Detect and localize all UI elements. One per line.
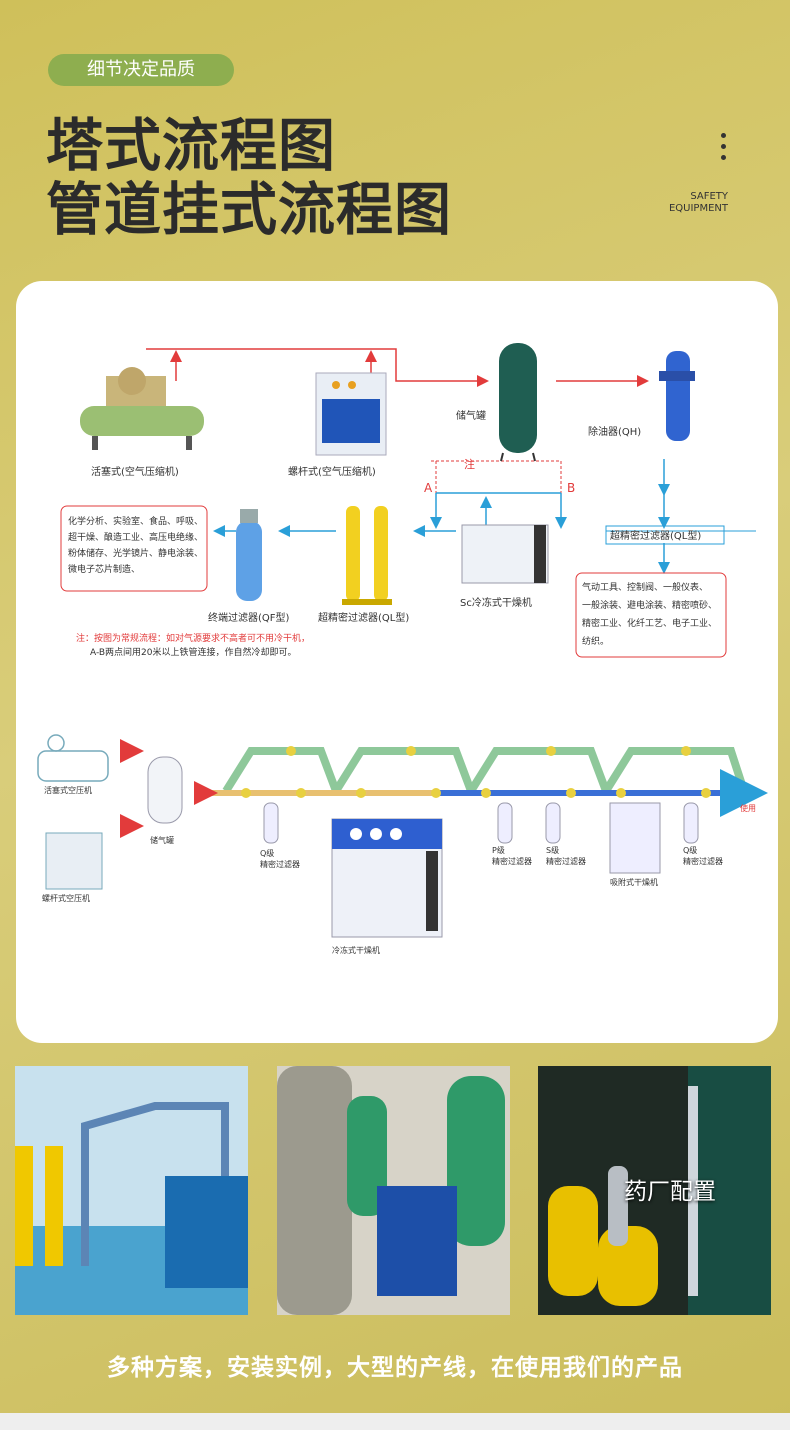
section-tag: 细节决定品质 [48,54,234,86]
p-filter-label: 精密过滤器 [492,856,532,866]
bottom-caption: 多种方案，安装实例，大型的产线，在使用我们的产品 [107,1355,683,1381]
ultra-filter-yellow-image [342,506,392,605]
safety-equipment-label: SAFETY EQUIPMENT [668,191,728,214]
ultra-filter-ql-label: 超精密过滤器(QL型) [610,529,701,542]
diagram-card: 活塞式(空气压缩机) 螺杆式(空气压缩机) 储气罐 除油器(QH) 注 A B … [16,281,778,1043]
oil-remover-image [659,351,695,441]
footer-strip [0,1413,790,1430]
screw-compressor-image [315,372,387,456]
s-filter-label: 精密过滤器 [546,856,586,866]
fridge-dryer-label: 冷冻式干燥机 [332,945,380,955]
air-tank-image [499,343,537,462]
final-filter-label: 终端过滤器(QF型) [208,611,290,624]
note-line2: A-B两点间用20米以上铁管连接，作自然冷却即可。 [90,646,297,658]
screw-compressor-label: 螺杆式(空气压缩机) [288,465,376,478]
left-box-line: 微电子芯片制造、 [68,563,140,575]
flow-diagrams: 活塞式(空气压缩机) 螺杆式(空气压缩机) 储气罐 除油器(QH) 注 A B … [37,343,768,955]
final-filter-image [236,509,262,601]
p-grade-label: P级 [492,845,505,855]
piston-label: 活塞式空压机 [44,785,92,795]
ultra-filter-ql2-label: 超精密过滤器(QL型) [318,611,409,624]
piston-compressor-label: 活塞式(空气压缩机) [91,465,179,478]
install-photo-2 [277,1066,510,1315]
screw-label: 螺杆式空压机 [42,893,90,903]
s-grade-label: S级 [546,845,559,855]
q2-filter-label: 精密过滤器 [683,856,723,866]
right-box-line: 一般涂装、避电涂装、精密喷砂、 [582,599,717,611]
q2-grade-label: Q级 [683,845,697,855]
left-box-line: 超干燥、酿造工业、高压电绝缘、 [68,531,203,543]
tank-label: 储气罐 [150,835,174,845]
air-tank-label: 储气罐 [456,409,486,422]
point-b-label: B [567,481,575,495]
pipe-flow-diagram: 活塞式空压机 螺杆式空压机 储气罐 Q级 精密过滤器 P级 精密过滤器 S级 精… [37,734,768,955]
install-photo-3: 药厂配置 [538,1066,771,1315]
piston-compressor-image [80,367,204,450]
right-box-line: 气动工具、控制阀、一般仪表、 [582,581,708,593]
note-line1: 注：按图为常规流程：如对气源要求不高者可不用冷干机， [76,632,310,644]
q-grade-label: Q级 [260,848,274,858]
page-title-line2: 管道挂式流程图 [46,177,452,243]
refrigerated-dryer-image [461,524,549,584]
photo-label-pharma: 药厂配置 [624,1179,716,1205]
left-box-line: 粉体储存、光学镜片、静电涂装、 [68,547,203,559]
more-dots-icon [721,133,729,166]
oil-remover-label: 除油器(QH) [588,425,641,438]
note-mark: 注 [464,457,475,471]
adsorb-dryer-label: 吸附式干燥机 [610,877,658,887]
page-title-line1: 塔式流程图 [46,113,336,179]
q-filter-label: 精密过滤器 [260,859,300,869]
dryer-label: Sc冷冻式干燥机 [460,596,532,609]
point-a-label: A [424,481,433,495]
left-box-line: 化学分析、实验室、食品、呼吸、 [68,515,203,527]
use-label: 使用 [740,803,756,813]
install-photo-1 [15,1066,248,1315]
right-box-line: 精密工业、化纤工艺、电子工业、 [582,617,717,629]
right-box-line: 纺织。 [582,635,609,647]
tower-flow-diagram: 活塞式(空气压缩机) 螺杆式(空气压缩机) 储气罐 除油器(QH) 注 A B … [60,343,756,658]
